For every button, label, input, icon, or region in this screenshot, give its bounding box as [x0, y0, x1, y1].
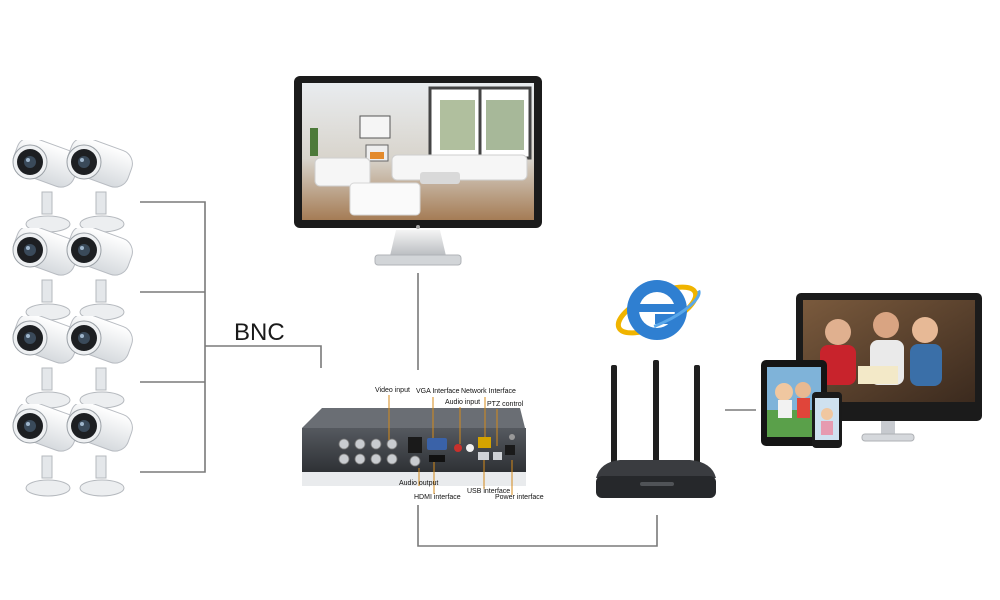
phone-icon: [812, 392, 842, 448]
network-interface-label: Network Interface: [461, 388, 516, 395]
camera-array: [9, 133, 136, 496]
audio-input-label: Audio input: [445, 399, 480, 406]
camera-icon: [63, 309, 136, 408]
internet-explorer-icon: [609, 278, 704, 343]
monitor-icon: [294, 76, 542, 265]
camera-icon: [63, 397, 136, 496]
dvr-router-link: [418, 505, 657, 546]
vga-interface-label: VGA Interface: [416, 388, 460, 395]
audio-output-label: Audio output: [399, 480, 438, 487]
router-icon: [596, 360, 716, 498]
dvr-icon: [302, 408, 526, 486]
hdmi-interface-label: HDMI interface: [414, 494, 461, 501]
ptz-control-label: PTZ control: [487, 401, 523, 408]
camera-icon: [63, 133, 136, 232]
video-input-label: Video input: [375, 387, 410, 394]
camera-icon: [63, 221, 136, 320]
bnc-label: BNC: [234, 319, 285, 347]
power-interface-label: Power interface: [495, 494, 544, 501]
camera-bus: [140, 202, 205, 472]
bnc-link: [205, 346, 321, 368]
